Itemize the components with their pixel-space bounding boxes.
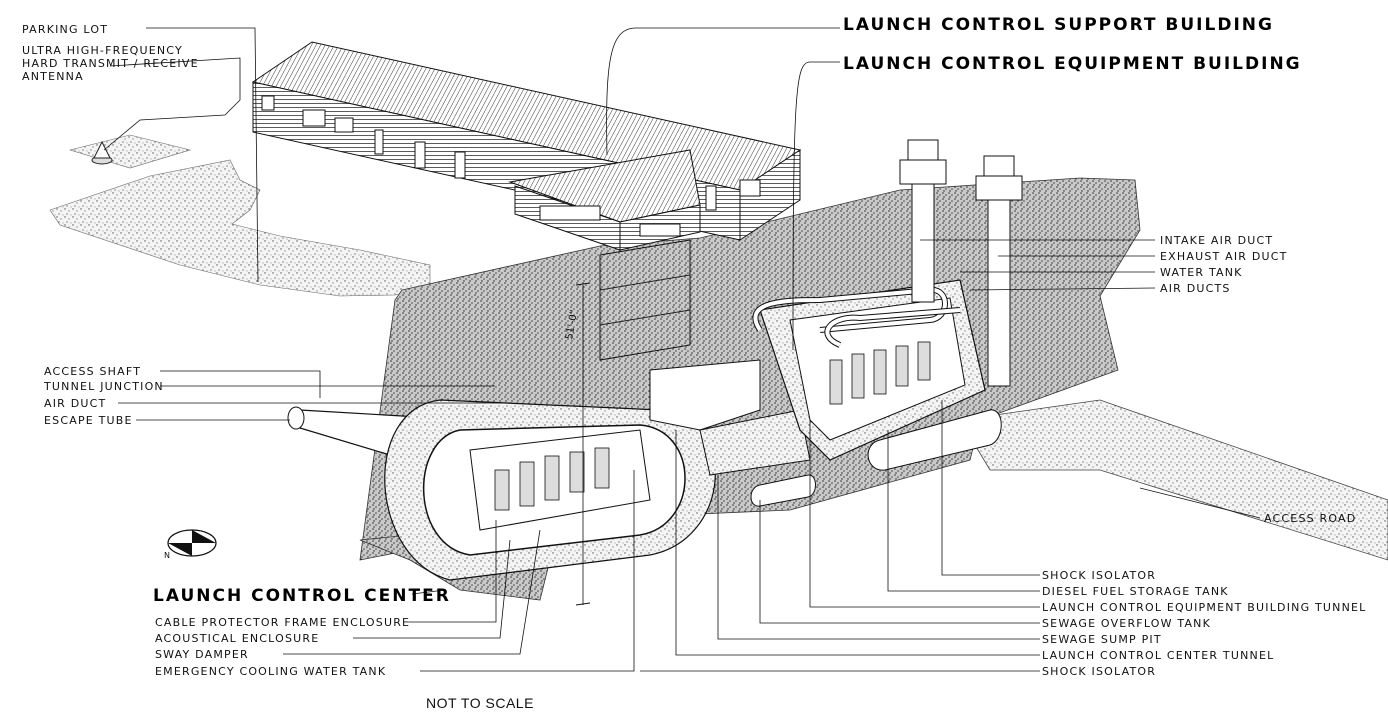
- label-access-shaft: ACCESS SHAFT: [44, 365, 142, 378]
- label-antenna-line1: ULTRA HIGH-FREQUENCY: [22, 44, 183, 57]
- label-air-duct: AIR DUCT: [44, 397, 107, 410]
- label-escape-tube: ESCAPE TUBE: [44, 414, 133, 427]
- leader-lines: [103, 27, 1261, 672]
- label-acoustical-enclosure: ACOUSTICAL ENCLOSURE: [155, 632, 320, 645]
- not-to-scale-note: NOT TO SCALE: [426, 695, 534, 711]
- label-diesel-tank: DIESEL FUEL STORAGE TANK: [1042, 585, 1229, 598]
- compass-icon: N: [164, 529, 217, 560]
- compass-letter: N: [164, 551, 170, 560]
- label-sewage-overflow: SEWAGE OVERFLOW TANK: [1042, 617, 1212, 630]
- support-building: [251, 41, 802, 251]
- label-cooling-tank: EMERGENCY COOLING WATER TANK: [155, 665, 387, 678]
- label-intake-air-duct: INTAKE AIR DUCT: [1160, 234, 1274, 247]
- label-sewage-sump: SEWAGE SUMP PIT: [1042, 633, 1162, 646]
- label-lceb-tunnel: LAUNCH CONTROL EQUIPMENT BUILDING TUNNEL: [1042, 601, 1367, 614]
- label-antenna-line2: HARD TRANSMIT / RECEIVE: [22, 57, 199, 70]
- label-tunnel-junction: TUNNEL JUNCTION: [44, 380, 164, 393]
- tunnel-junction: [649, 359, 811, 476]
- air-duct-stacks: [899, 139, 1023, 387]
- dimension-line: 51'-0": [564, 282, 591, 606]
- label-sway-damper: SWAY DAMPER: [155, 648, 249, 661]
- antenna-icon: [91, 140, 113, 165]
- parking-lot-surface: [49, 134, 431, 297]
- access-shaft: [599, 239, 691, 361]
- label-lcc-tunnel: LAUNCH CONTROL CENTER TUNNEL: [1042, 649, 1275, 662]
- label-antenna-line3: ANTENNA: [22, 70, 84, 83]
- label-water-tank: WATER TANK: [1160, 266, 1243, 279]
- tanks: [750, 409, 1002, 507]
- launch-control-center: [384, 399, 716, 581]
- label-shock-isolator-2: SHOCK ISOLATOR: [1042, 665, 1157, 678]
- label-exhaust-air-duct: EXHAUST AIR DUCT: [1160, 250, 1288, 263]
- label-shock-isolator-1: SHOCK ISOLATOR: [1042, 569, 1157, 582]
- dimension-text: 51'-0": [564, 309, 580, 341]
- label-air-ducts: AIR DUCTS: [1160, 282, 1231, 295]
- title-equipment-building: LAUNCH CONTROL EQUIPMENT BUILDING: [843, 54, 1302, 74]
- title-launch-control-center: LAUNCH CONTROL CENTER: [153, 586, 451, 606]
- label-cable-protector: CABLE PROTECTOR FRAME ENCLOSURE: [155, 616, 411, 629]
- access-road: [959, 399, 1388, 561]
- label-parking-lot: PARKING LOT: [22, 23, 109, 36]
- title-support-building: LAUNCH CONTROL SUPPORT BUILDING: [843, 15, 1274, 35]
- label-access-road: ACCESS ROAD: [1264, 512, 1357, 525]
